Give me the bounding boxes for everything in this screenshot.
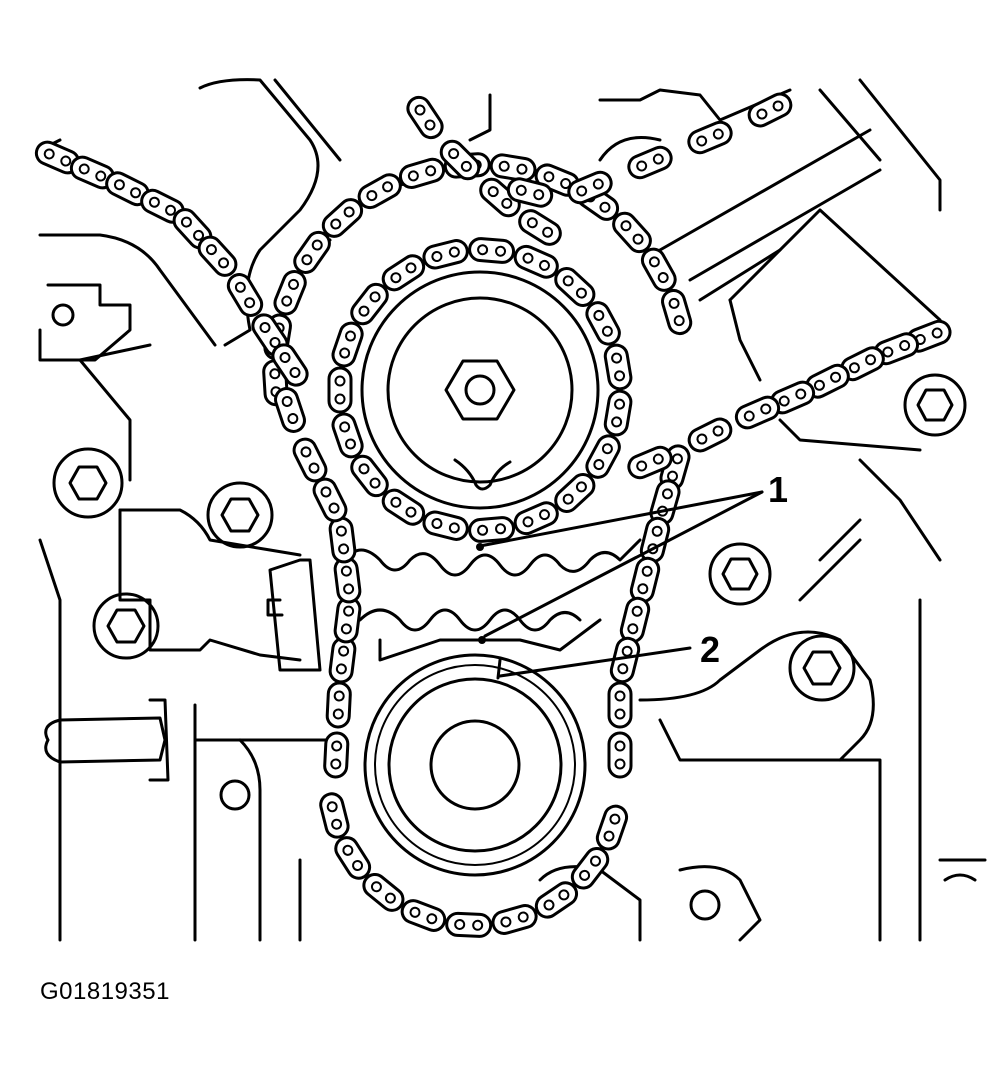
chain-link: [603, 389, 633, 437]
chain-link: [439, 139, 481, 181]
chain-link: [489, 153, 537, 182]
camshaft-sprocket: [360, 270, 600, 510]
chain-link: [554, 473, 596, 513]
chain-link: [640, 247, 677, 292]
chain-link: [445, 911, 493, 938]
chain-link: [603, 343, 633, 391]
chain-link: [226, 273, 264, 317]
chain-link: [627, 445, 673, 480]
chain-link: [609, 636, 641, 684]
chain-link: [350, 454, 389, 498]
chain-link: [321, 198, 364, 238]
bolt-right-upper: [903, 373, 967, 437]
chain-link: [687, 120, 733, 155]
chain-link: [362, 872, 405, 912]
chain-link: [312, 477, 348, 523]
chain-link: [271, 343, 309, 387]
chain-link: [468, 237, 516, 264]
chain-link: [323, 731, 350, 779]
chain-link: [422, 510, 469, 541]
chain-link: [357, 173, 402, 210]
chain-link: [607, 731, 633, 779]
engine-casting-outline: [38, 78, 987, 942]
chain-link: [398, 157, 446, 189]
chain-link: [619, 596, 651, 644]
guide-pin: [44, 698, 170, 782]
chain-link: [627, 145, 673, 180]
crankshaft-sprocket: [363, 653, 587, 877]
chain-link: [350, 282, 389, 326]
chain-link: [734, 395, 781, 430]
chain-link: [491, 903, 538, 935]
chain-link: [381, 254, 426, 292]
bolt-right-middle: [708, 542, 772, 606]
chain-link: [595, 804, 629, 851]
chain-link: [629, 556, 661, 604]
bolt-center-left: [206, 481, 274, 549]
chain-link: [607, 681, 633, 729]
chain-link: [273, 270, 307, 316]
chain-link: [328, 636, 357, 684]
chain-tensioner: [266, 538, 642, 672]
callout-leaders: [478, 490, 764, 678]
chain-link: [585, 301, 621, 346]
chain-link: [570, 847, 610, 890]
chain-link: [534, 881, 579, 919]
chain-link: [274, 387, 306, 433]
chain-link: [327, 366, 353, 414]
timing-mark-crank-dot: [478, 636, 486, 644]
chain-link: [422, 239, 469, 270]
bolt-left-upper: [52, 447, 124, 519]
mounting-bolts: [51, 303, 967, 921]
chain-link: [585, 434, 621, 479]
timing-mark-crank-line: [496, 658, 502, 680]
chain-link: [319, 792, 350, 839]
chain-link: [513, 244, 559, 279]
chain-link: [612, 211, 652, 254]
callout-number-2: 2: [700, 629, 720, 670]
chain-link: [406, 95, 444, 140]
chain-link: [381, 488, 426, 526]
chain-link: [400, 899, 447, 932]
bolt-left-lower: [92, 592, 160, 660]
timing-chain: [34, 92, 952, 938]
chain-link: [639, 516, 671, 564]
callout-number-1: 1: [768, 469, 788, 510]
chain-link: [325, 681, 352, 729]
chain-link: [197, 235, 238, 277]
chain-link: [334, 836, 372, 880]
chain-link: [661, 288, 693, 336]
chain-link: [331, 412, 364, 459]
chain-link: [518, 209, 562, 246]
chain-link: [328, 516, 357, 564]
chain-link: [554, 267, 596, 307]
chain-link: [331, 321, 364, 368]
chain-link: [333, 596, 362, 644]
chain-link: [506, 177, 554, 208]
chain-link: [747, 92, 793, 128]
bolt-right-lower: [788, 634, 856, 702]
chain-link: [333, 556, 362, 604]
chain-link: [567, 170, 613, 205]
chain-link: [687, 417, 733, 453]
figure-id: G01819351: [40, 978, 170, 1005]
chain-link: [513, 501, 559, 536]
chain-link: [292, 437, 328, 483]
chain-link: [468, 516, 516, 543]
